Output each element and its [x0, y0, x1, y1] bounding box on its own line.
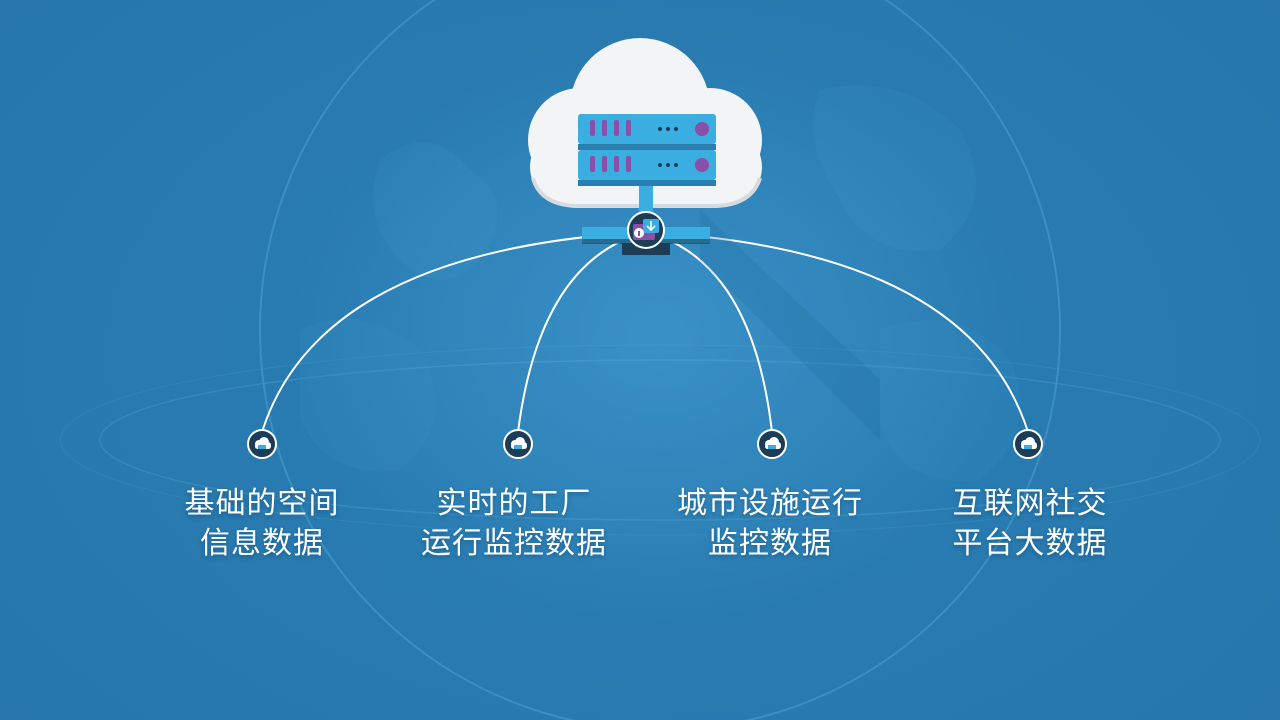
- connection-line-1: [261, 231, 647, 433]
- endpoint-node-4: [1013, 429, 1043, 459]
- connection-line-4: [645, 231, 1029, 433]
- cloud-server-icon: [528, 38, 880, 440]
- connection-lines: [261, 231, 1029, 433]
- endpoint-node-1: [247, 429, 277, 459]
- node-label-4-line1: 互联网社交: [952, 486, 1108, 521]
- download-info-icon: [627, 211, 665, 249]
- node-label-2-line2: 运行监控数据: [421, 526, 607, 561]
- node-label-1: 基础的空间 信息数据: [132, 484, 392, 564]
- endpoint-node-3: [757, 429, 787, 459]
- endpoint-node-2: [503, 429, 533, 459]
- node-label-4: 互联网社交 平台大数据: [900, 484, 1160, 564]
- globe-backdrop: [59, 0, 1261, 720]
- node-label-3-line2: 监控数据: [708, 526, 832, 561]
- node-label-2: 实时的工厂 运行监控数据: [384, 484, 644, 564]
- node-label-1-line2: 信息数据: [200, 526, 324, 561]
- node-label-3-line1: 城市设施运行: [677, 486, 863, 521]
- node-label-3: 城市设施运行 监控数据: [640, 484, 900, 564]
- node-label-1-line1: 基础的空间: [184, 486, 340, 521]
- node-label-4-line2: 平台大数据: [952, 526, 1108, 561]
- node-label-2-line1: 实时的工厂: [436, 486, 592, 521]
- connection-line-2: [517, 231, 647, 433]
